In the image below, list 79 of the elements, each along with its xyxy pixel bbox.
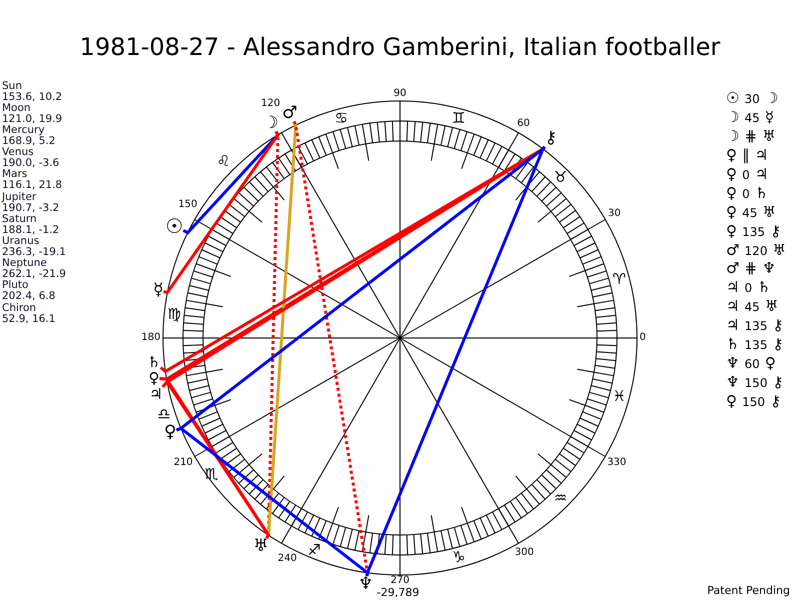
aspect-entry: ☉ 30 ☽ — [726, 89, 778, 107]
aspect-entry: ♀ 150 ⚷ — [726, 392, 782, 410]
planet-name: Pluto — [2, 280, 28, 291]
planet-symbol: ♀ — [148, 370, 160, 386]
zodiac-symbol: ♍ — [168, 306, 181, 322]
degree-label: 180 — [141, 333, 160, 343]
position-value: 168.9, 5.2 — [2, 136, 56, 146]
aspect-entry: ♆ 60 ♀ — [726, 354, 776, 372]
zodiac-symbol: ♑ — [452, 550, 466, 565]
degree-label: 120 — [261, 99, 280, 110]
aspect-entry: ♀ 135 ⚷ — [726, 222, 782, 240]
planet-symbol: ☉ — [165, 216, 184, 236]
zodiac-symbol: ♓ — [612, 389, 626, 404]
planet-name: Jupiter — [2, 192, 36, 202]
zodiac-symbol: ♐ — [307, 542, 321, 558]
planet-symbol: ⚷ — [544, 130, 558, 148]
position-value: 262.1, -21.9 — [2, 269, 66, 280]
position-value: 116.1, 21.8 — [2, 180, 62, 191]
footer-note: Patent Pending — [707, 584, 790, 596]
zodiac-symbol: ♈ — [612, 272, 626, 287]
planet-symbol: ☿ — [153, 282, 164, 300]
position-value: 153.6, 10.2 — [2, 92, 62, 102]
planet-symbol: ♂ — [282, 104, 298, 122]
planet-name: Neptune — [2, 258, 47, 269]
aspect-entry: ♃ 135 ⚷ — [726, 316, 784, 334]
coordinate-value: -29,789 — [376, 587, 420, 598]
zodiac-symbol: ♎ — [157, 407, 171, 422]
position-value: 121.0, 19.9 — [2, 114, 62, 124]
aspect-entry: ☽ ⋕ ♅ — [726, 126, 776, 145]
planet-symbol: ♃ — [149, 386, 163, 402]
aspect-entry: ♃ 0 ♄ — [726, 278, 771, 296]
zodiac-symbol: ♊ — [452, 111, 466, 126]
aspect-entry: ♀ 45 ♅ — [726, 202, 776, 221]
aspect-line — [163, 130, 280, 294]
zodiac-symbol: ♏ — [204, 467, 218, 482]
planet-name: Uranus — [2, 236, 40, 246]
planet-symbol: ♄ — [147, 354, 161, 370]
zodiac-symbol: ♋ — [334, 111, 348, 126]
aspect-line — [176, 146, 546, 432]
position-value: 190.0, -3.6 — [2, 158, 60, 169]
planet-name: Mercury — [2, 124, 45, 136]
degree-label: 210 — [174, 458, 193, 468]
planet-name: Chiron — [2, 302, 36, 313]
degree-label: 150 — [178, 200, 198, 210]
degree-label: 300 — [514, 548, 534, 558]
degree-label: 330 — [607, 458, 626, 468]
zodiac-symbol: ♉ — [554, 170, 568, 185]
position-value: 190.7, -3.2 — [2, 202, 60, 214]
planet-name: Mars — [2, 169, 28, 180]
position-value: 202.4, 6.8 — [2, 291, 56, 302]
degree-label: 30 — [608, 209, 621, 220]
degree-label: 60 — [517, 119, 530, 130]
chart-title: 1981-08-27 - Alessandro Gamberini, Italian footballer — [80, 35, 720, 59]
planet-symbol: ☽ — [263, 114, 278, 132]
planet-symbol: ♅ — [253, 538, 268, 556]
planet-symbol: ♆ — [358, 576, 374, 594]
planet-name: Venus — [2, 147, 34, 158]
planet-name: Saturn — [2, 214, 37, 224]
zodiac-symbol: ♒ — [554, 491, 568, 506]
aspect-entry: ♂ 120 ♅ — [726, 240, 786, 259]
position-value: 188.1, -1.2 — [2, 224, 60, 236]
aspect-entry: ♂ ⋕ ♆ — [726, 259, 776, 278]
aspect-entry: ☽ 45 ☿ — [726, 108, 774, 126]
planet-symbol: ♀ — [164, 424, 176, 442]
position-value: 236.3, -19.1 — [2, 247, 66, 258]
planet-name: Sun — [2, 80, 22, 91]
planet-name: Moon — [2, 102, 31, 114]
degree-label: 90 — [394, 88, 406, 98]
degree-label: 270 — [390, 576, 410, 586]
aspect-entry: ♃ 45 ♅ — [726, 297, 778, 316]
aspect-entry: ♀ 0 ♃ — [726, 164, 768, 183]
position-value: 52.9, 16.1 — [2, 314, 56, 324]
aspect-entry: ♀ ∥ ♃ — [726, 146, 768, 164]
degree-label: 0 — [640, 333, 646, 343]
degree-label: 240 — [278, 554, 297, 564]
aspect-entry: ♄ 135 ⚷ — [726, 335, 784, 354]
aspect-entry: ♆ 150 ⚷ — [726, 373, 784, 392]
aspect-entry: ♀ 0 ♄ — [726, 184, 768, 202]
zodiac-symbol: ♌ — [216, 154, 230, 170]
